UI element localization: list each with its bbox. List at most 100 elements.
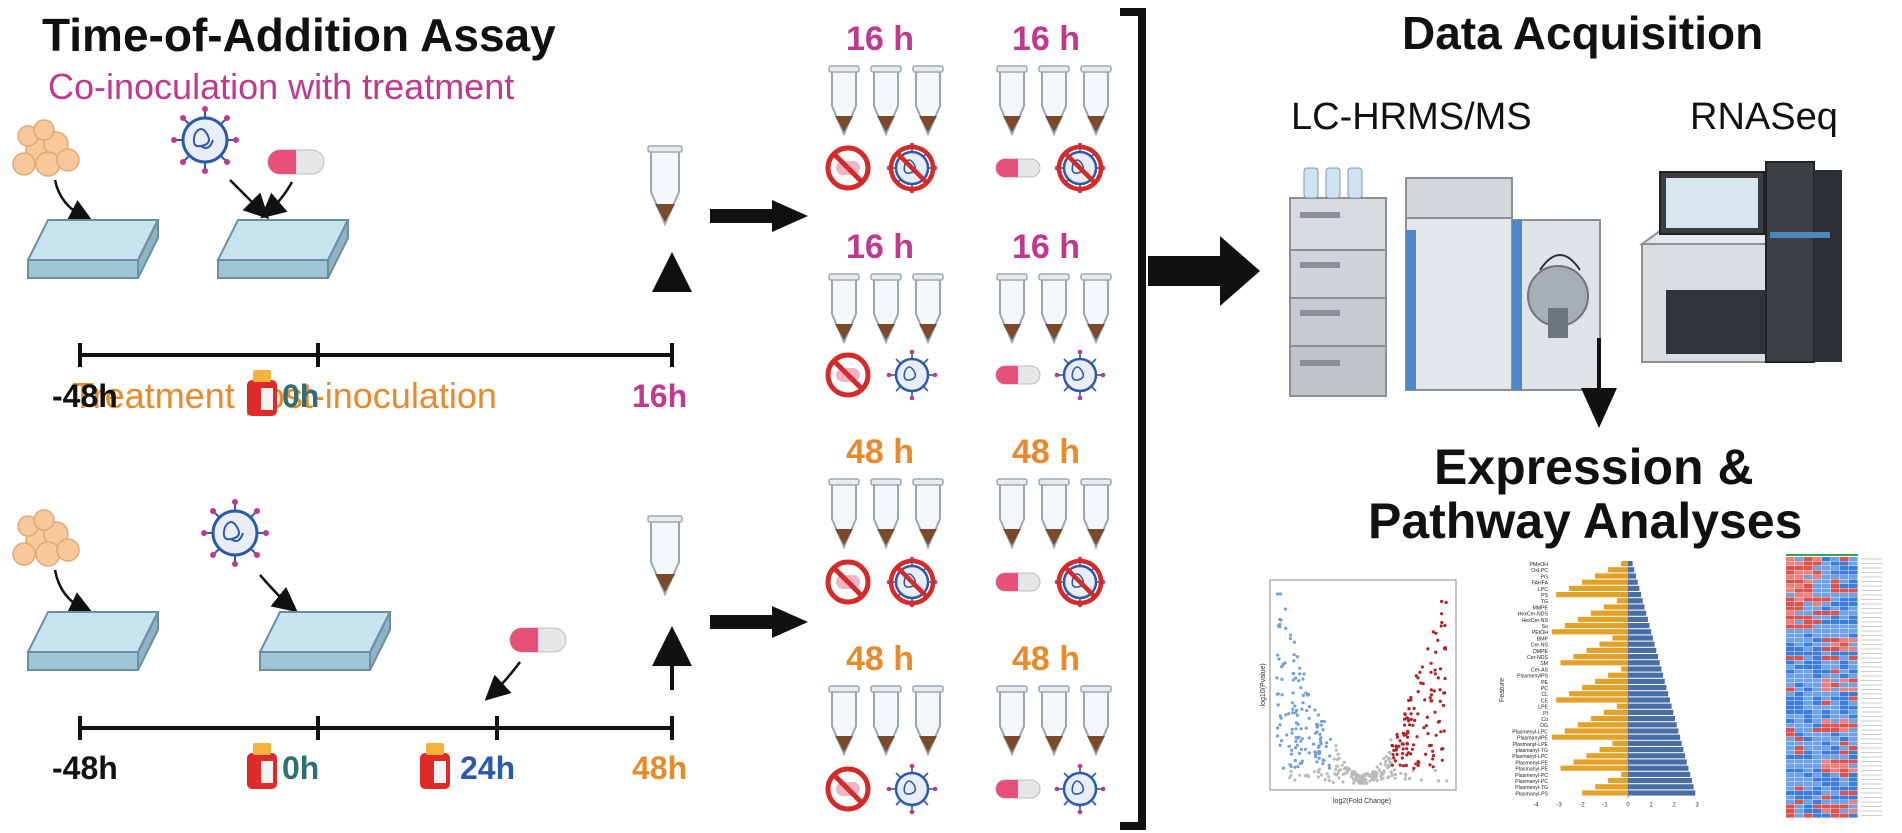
heatmap-cell — [1804, 705, 1813, 710]
heatmap-cell — [1840, 557, 1849, 562]
heatmap-cell — [1795, 809, 1804, 814]
heatmap-cell — [1822, 750, 1831, 755]
heatmap-cell — [1831, 701, 1840, 706]
volcano-point — [1337, 756, 1341, 760]
heatmap-cell — [1804, 687, 1813, 692]
volcano-point — [1392, 756, 1396, 760]
heatmap-cell — [1795, 759, 1804, 764]
barplot-bar-negative — [1560, 765, 1628, 771]
volcano-point — [1301, 677, 1305, 681]
volcano-point — [1337, 776, 1341, 780]
volcano-point — [1300, 737, 1304, 741]
volcano-point — [1275, 734, 1280, 738]
volcano-point — [1291, 678, 1295, 682]
heatmap-cell — [1786, 705, 1795, 710]
barplot-bar-positive — [1628, 716, 1675, 722]
heatmap-cell — [1822, 687, 1831, 692]
barplot-bar-positive — [1628, 579, 1638, 585]
heatmap-cell — [1813, 719, 1822, 724]
volcano-point — [1353, 772, 1357, 776]
volcano-point — [1403, 723, 1407, 727]
heatmap-cell — [1804, 737, 1813, 742]
volcano-point — [1307, 705, 1312, 709]
volcano-point — [1375, 765, 1379, 769]
volcano-point — [1394, 748, 1398, 752]
heatmap-cell — [1786, 768, 1795, 773]
heatmap-cell — [1822, 602, 1831, 607]
heatmap-cell — [1786, 669, 1795, 674]
volcano-point — [1343, 772, 1347, 776]
volcano-point — [1291, 691, 1295, 695]
volcano-point — [1293, 778, 1297, 782]
heatmap-cell — [1831, 737, 1840, 742]
volcano-point — [1375, 778, 1379, 783]
heatmap-cell — [1813, 579, 1822, 584]
volcano-point — [1299, 686, 1303, 690]
heatmap-cell — [1813, 809, 1822, 814]
heatmap-cell — [1831, 759, 1840, 764]
barplot-bar-positive — [1628, 573, 1636, 579]
heatmap-cell — [1831, 719, 1840, 724]
barplot-feature-label: Cer-NS — [1531, 643, 1549, 649]
barplot-feature-label: HexCer-NS — [1521, 618, 1548, 624]
volcano-point — [1368, 773, 1372, 777]
volcano-point — [1313, 708, 1317, 712]
heatmap-cell — [1822, 665, 1831, 670]
volcano-plot: log2(Fold Change) -log10(Pvalue) — [1260, 579, 1457, 805]
heatmap-cell — [1804, 620, 1813, 625]
volcano-point — [1276, 592, 1280, 596]
barplot-feature-label: OxLPC — [1531, 568, 1548, 574]
volcano-point — [1416, 763, 1420, 768]
barplot-feature-label: PlasmenylPS — [1517, 674, 1548, 680]
heatmap-cell — [1813, 629, 1822, 634]
heatmap-cell — [1786, 561, 1795, 566]
volcano-point — [1292, 671, 1296, 676]
heatmap-cell — [1840, 809, 1849, 814]
heatmap-cell — [1786, 737, 1795, 742]
volcano-point — [1433, 710, 1437, 714]
heatmap-cell — [1795, 750, 1804, 755]
volcano-point — [1389, 752, 1393, 756]
barplot-bar-positive — [1628, 765, 1689, 771]
heatmap-cell — [1849, 705, 1858, 710]
barplot-bar-positive — [1628, 635, 1653, 641]
heatmap-cell — [1831, 620, 1840, 625]
volcano-point — [1436, 676, 1440, 680]
volcano-point — [1402, 717, 1407, 721]
barplot-bar-negative — [1586, 647, 1628, 653]
heatmap-cell — [1795, 678, 1804, 683]
volcano-point — [1298, 666, 1302, 670]
volcano-point — [1327, 775, 1331, 779]
volcano-point — [1316, 713, 1320, 717]
heatmap-cell — [1804, 786, 1813, 791]
heatmap-cell — [1786, 557, 1795, 562]
volcano-point — [1275, 692, 1279, 696]
heatmap-cell — [1786, 696, 1795, 701]
volcano-point — [1307, 736, 1311, 740]
volcano-point — [1429, 661, 1433, 665]
heatmap-cell — [1840, 656, 1849, 661]
heatmap-cell — [1849, 741, 1858, 746]
volcano-point — [1372, 778, 1376, 782]
volcano-point — [1317, 767, 1322, 771]
heatmap-cell — [1849, 759, 1858, 764]
heatmap-cell — [1804, 791, 1813, 796]
heatmap-cell — [1804, 588, 1813, 593]
heatmap-cell — [1786, 791, 1795, 796]
volcano-point — [1350, 772, 1354, 776]
volcano-point — [1295, 713, 1300, 717]
volcano-point — [1295, 743, 1299, 747]
volcano-point — [1278, 625, 1282, 629]
heatmap-cell — [1804, 773, 1813, 778]
heatmap-cell — [1813, 705, 1822, 710]
heatmap-cell — [1813, 642, 1822, 647]
volcano-point — [1298, 773, 1302, 777]
barplot-bar-positive — [1628, 654, 1658, 660]
barplot-bar-positive — [1628, 629, 1652, 635]
heatmap-cell — [1840, 705, 1849, 710]
barplot-bar-positive — [1628, 641, 1655, 647]
heatmap-cell — [1849, 660, 1858, 665]
barplot-bar-positive — [1628, 728, 1679, 734]
volcano-point — [1421, 682, 1425, 686]
